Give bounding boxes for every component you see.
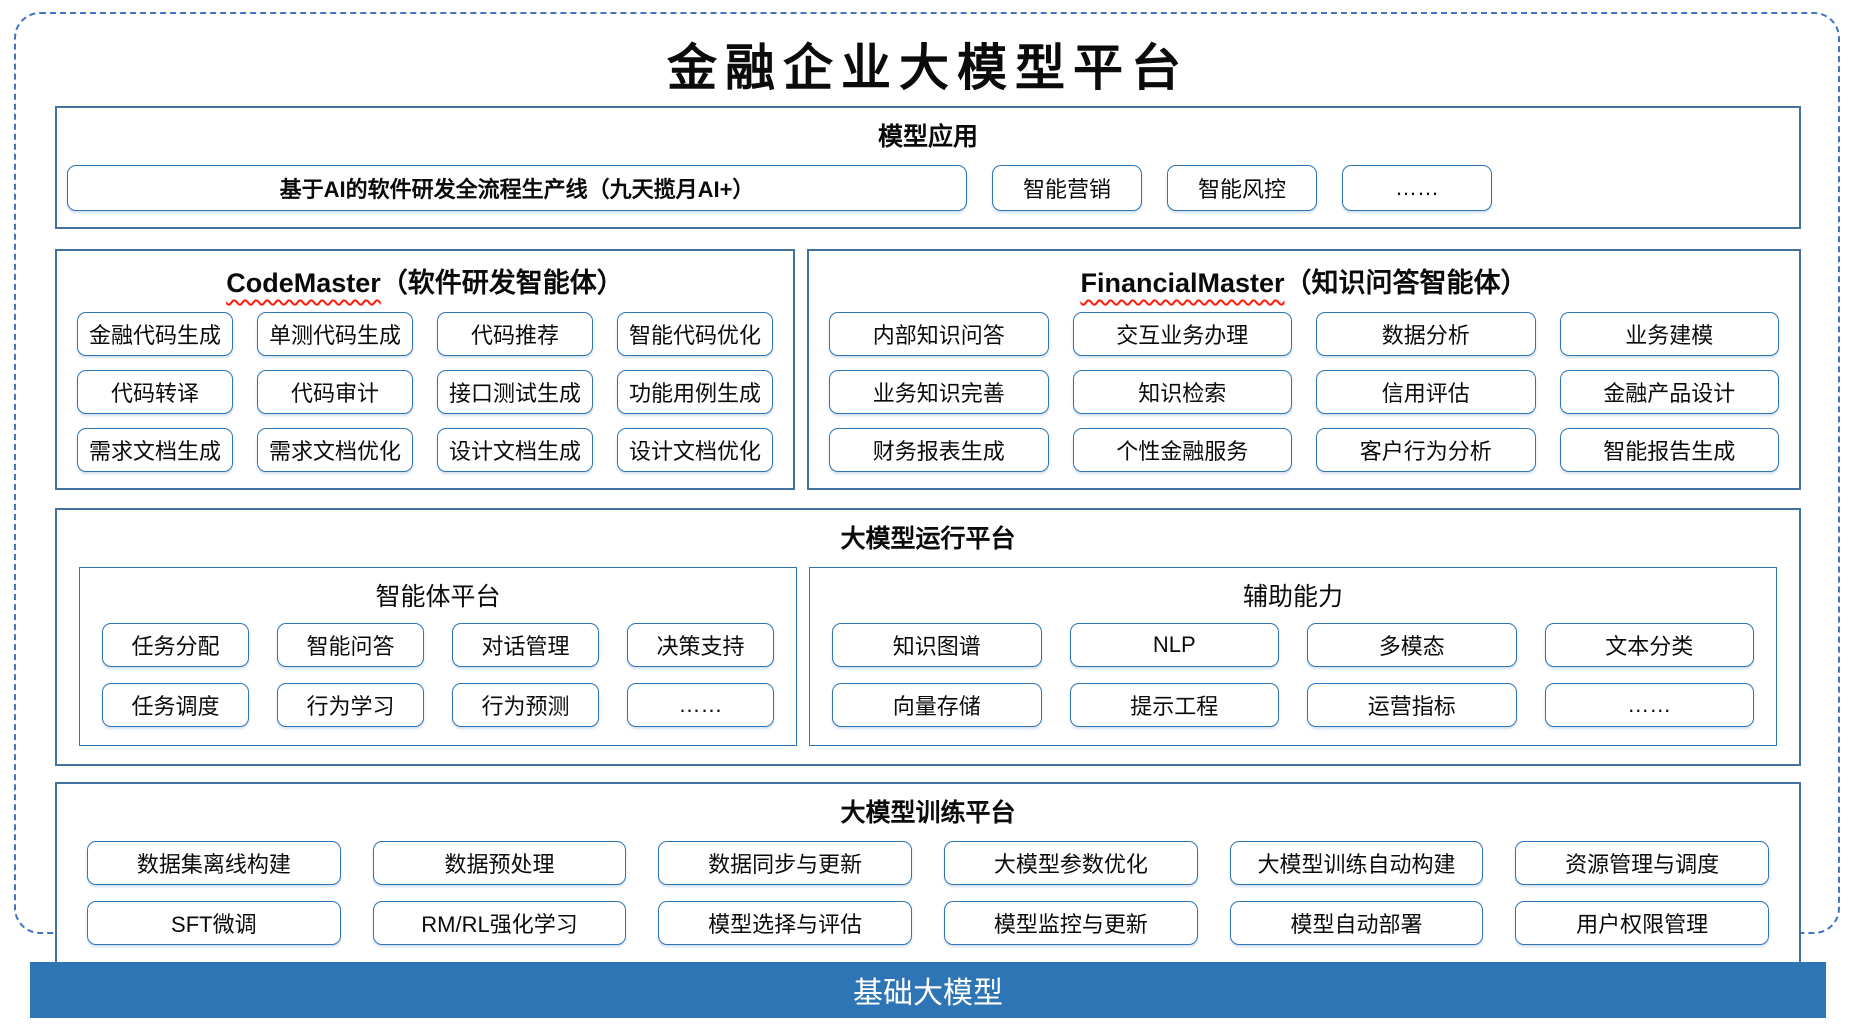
node-training-item: 大模型训练自动构建: [1229, 841, 1484, 885]
node-auxiliary-item: 提示工程: [1069, 683, 1279, 727]
node-auxiliary-item: 知识图谱: [832, 623, 1042, 667]
node-agent-platform-item: 决策支持: [627, 623, 774, 667]
node-code-master-item: 代码审计: [257, 370, 413, 414]
node-code-master-item: 金融代码生成: [77, 312, 233, 356]
node-code-master-item: 设计文档生成: [437, 428, 593, 472]
node-code-master-item: 设计文档优化: [617, 428, 773, 472]
node-financial-master-item: 信用评估: [1316, 370, 1536, 414]
node-ai-pipeline: 基于AI的软件研发全流程生产线（九天揽月AI+）: [67, 165, 967, 211]
node-training-item: 大模型参数优化: [944, 841, 1198, 885]
code-master-title-zh: （软件研发智能体）: [380, 268, 624, 298]
node-agent-platform-item: 智能问答: [277, 623, 424, 667]
financial-master-grid: 内部知识问答 交互业务办理 数据分析 业务建模 业务知识完善 知识检索 信用评估…: [809, 312, 1799, 488]
section-code-master: CodeMaster（软件研发智能体） 金融代码生成 单测代码生成 代码推荐 智…: [55, 249, 795, 490]
node-financial-master-item: 金融产品设计: [1559, 370, 1779, 414]
code-master-title: CodeMaster（软件研发智能体）: [57, 251, 793, 312]
node-financial-master-item: 内部知识问答: [829, 312, 1049, 356]
agent-platform-title: 智能体平台: [375, 583, 501, 611]
financial-master-title-zh: （知识问答智能体）: [1284, 268, 1528, 298]
node-agent-platform-item: 行为学习: [277, 683, 424, 727]
subsection-auxiliary-capabilities: 辅助能力 知识图谱 NLP 多模态 文本分类 向量存储 提示工程 运营指标 ……: [809, 567, 1777, 746]
node-code-master-item: 智能代码优化: [617, 312, 773, 356]
agent-platform-grid: 任务分配 智能问答 对话管理 决策支持 任务调度 行为学习 行为预测 ……: [80, 623, 796, 745]
node-training-item: 用户权限管理: [1515, 901, 1769, 945]
diagram-content: 模型应用 基于AI的软件研发全流程生产线（九天揽月AI+） 智能营销 智能风控 …: [55, 106, 1801, 965]
code-master-grid: 金融代码生成 单测代码生成 代码推荐 智能代码优化 代码转译 代码审计 接口测试…: [57, 312, 793, 488]
node-training-item: 数据预处理: [372, 841, 627, 885]
node-financial-master-item: 客户行为分析: [1316, 428, 1536, 472]
financial-master-title: FinancialMaster（知识问答智能体）: [809, 251, 1799, 312]
foundation-model-banner: 基础大模型: [30, 962, 1826, 1018]
model-applications-row: 基于AI的软件研发全流程生产线（九天揽月AI+） 智能营销 智能风控 ……: [57, 163, 1799, 227]
node-training-item: RM/RL强化学习: [372, 901, 627, 945]
auxiliary-capabilities-grid: 知识图谱 NLP 多模态 文本分类 向量存储 提示工程 运营指标 ……: [810, 623, 1776, 745]
node-auxiliary-item: 向量存储: [832, 683, 1042, 727]
code-master-title-en: CodeMaster: [226, 268, 381, 298]
node-agent-platform-item: 任务分配: [102, 623, 249, 667]
runtime-sub-row: 智能体平台 任务分配 智能问答 对话管理 决策支持 任务调度 行为学习 行为预测…: [57, 565, 1799, 746]
section-runtime-platform: 大模型运行平台 智能体平台 任务分配 智能问答 对话管理 决策支持 任务调度 行…: [55, 508, 1801, 766]
node-auxiliary-item: 运营指标: [1307, 683, 1517, 727]
page-title: 金融企业大模型平台: [667, 38, 1189, 97]
node-app-ellipsis: ……: [1342, 165, 1492, 211]
node-training-item: 数据集离线构建: [87, 841, 341, 885]
node-financial-master-item: 财务报表生成: [829, 428, 1049, 472]
node-auxiliary-item: NLP: [1069, 623, 1279, 667]
node-financial-master-item: 业务建模: [1559, 312, 1779, 356]
node-code-master-item: 需求文档优化: [257, 428, 413, 472]
node-auxiliary-item: 多模态: [1307, 623, 1517, 667]
section-training-platform: 大模型训练平台 数据集离线构建 数据预处理 数据同步与更新 大模型参数优化 大模…: [55, 782, 1801, 965]
auxiliary-capabilities-title: 辅助能力: [1242, 583, 1343, 611]
node-code-master-item: 接口测试生成: [437, 370, 593, 414]
runtime-platform-title: 大模型运行平台: [840, 525, 1016, 553]
section-model-applications-title: 模型应用: [877, 123, 978, 151]
agents-row: CodeMaster（软件研发智能体） 金融代码生成 单测代码生成 代码推荐 智…: [55, 249, 1801, 490]
node-financial-master-item: 智能报告生成: [1559, 428, 1779, 472]
node-agent-platform-item: 任务调度: [102, 683, 249, 727]
node-training-item: 模型选择与评估: [658, 901, 912, 945]
node-training-item: 模型监控与更新: [944, 901, 1198, 945]
section-model-applications: 模型应用 基于AI的软件研发全流程生产线（九天揽月AI+） 智能营销 智能风控 …: [55, 106, 1801, 229]
node-smart-risk-control: 智能风控: [1167, 165, 1317, 211]
node-financial-master-item: 业务知识完善: [829, 370, 1049, 414]
node-code-master-item: 代码推荐: [437, 312, 593, 356]
node-agent-platform-item: 行为预测: [452, 683, 599, 727]
node-training-item: SFT微调: [87, 901, 341, 945]
node-training-item: 数据同步与更新: [658, 841, 912, 885]
node-training-item: 模型自动部署: [1229, 901, 1484, 945]
node-training-item: 资源管理与调度: [1515, 841, 1769, 885]
node-financial-master-item: 数据分析: [1316, 312, 1536, 356]
training-platform-title: 大模型训练平台: [840, 799, 1016, 827]
node-code-master-item: 功能用例生成: [617, 370, 773, 414]
node-financial-master-item: 知识检索: [1072, 370, 1292, 414]
training-platform-grid: 数据集离线构建 数据预处理 数据同步与更新 大模型参数优化 大模型训练自动构建 …: [57, 839, 1799, 963]
section-financial-master: FinancialMaster（知识问答智能体） 内部知识问答 交互业务办理 数…: [807, 249, 1801, 490]
node-agent-platform-item: 对话管理: [452, 623, 599, 667]
node-code-master-item: 代码转译: [77, 370, 233, 414]
node-auxiliary-item: ……: [1544, 683, 1754, 727]
node-auxiliary-item: 文本分类: [1544, 623, 1754, 667]
node-financial-master-item: 个性金融服务: [1072, 428, 1292, 472]
node-financial-master-item: 交互业务办理: [1072, 312, 1292, 356]
node-code-master-item: 需求文档生成: [77, 428, 233, 472]
node-agent-platform-item: ……: [627, 683, 774, 727]
financial-master-title-en: FinancialMaster: [1080, 268, 1285, 298]
subsection-agent-platform: 智能体平台 任务分配 智能问答 对话管理 决策支持 任务调度 行为学习 行为预测…: [79, 567, 797, 746]
node-code-master-item: 单测代码生成: [257, 312, 413, 356]
node-smart-marketing: 智能营销: [992, 165, 1142, 211]
